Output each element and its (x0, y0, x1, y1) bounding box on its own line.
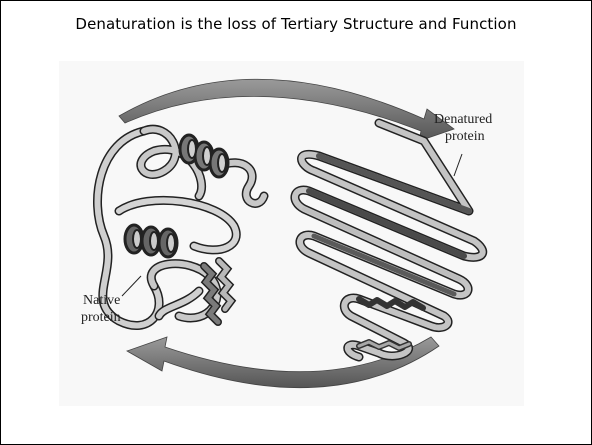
denatured-leader-line (454, 154, 462, 176)
denatured-label-line1: Denatured (434, 112, 492, 127)
native-label-line1: Native (83, 293, 120, 308)
denatured-label-line2: protein (445, 129, 485, 144)
denatured-protein-ribbon (295, 123, 483, 357)
denaturation-figure: Denatured protein Native protein (59, 61, 524, 406)
slide-title: Denaturation is the loss of Tertiary Str… (1, 15, 591, 33)
denaturation-diagram: Denatured protein Native protein (59, 61, 524, 406)
native-leader-line (122, 276, 141, 296)
native-label-line2: protein (81, 310, 121, 325)
